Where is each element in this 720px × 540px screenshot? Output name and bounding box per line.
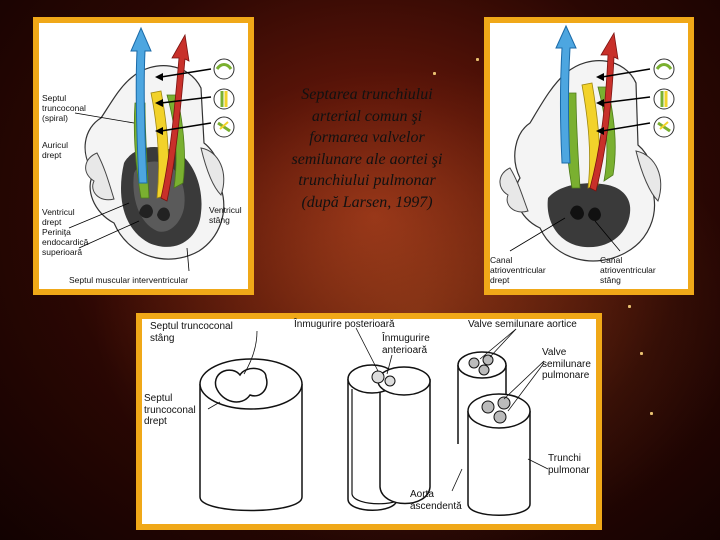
decor-dot [628,305,631,308]
label-canal-atrioventricular-stang: Canal atrioventricular stâng [600,255,656,285]
label-inmugurire-anterioara: Înmugurire anterioară [382,333,430,356]
label-septul-truncoconal-drept: Septul truncoconal drept [144,393,196,428]
label-septul-truncoconal-stang: Septul truncoconal stâng [150,321,233,344]
label-inmugurire-posterioara: Înmugurire posterioară [294,319,395,331]
decor-dot [476,58,479,61]
truncus-septation-figure: Septul truncoconal stâng Septul truncoco… [136,313,602,530]
heart-septation-left-figure: Septul truncoconal (spiral) Auricul drep… [33,17,254,295]
truncus-cylinders-drawing [142,319,596,524]
label-valve-semilunare-pulmonare: Valve semilunare pulmonare [542,347,591,382]
label-aorta-ascendenta: Aorta ascendentă [410,489,462,512]
label-canal-atrioventricular-drept: Canal atrioventricular drept [490,255,546,285]
decor-dot [650,412,653,415]
label-trunchi-pulmonar: Trunchi pulmonar [548,453,590,476]
label-ventricul-drept: Ventricul drept [42,207,75,227]
heart-septation-right-figure: Canal atrioventricular drept Canal atrio… [484,17,694,295]
label-perinita-endocardica: Periniţa endocardică superioară [42,227,88,257]
label-septul-muscular-interventricular: Septul muscular interventricular [69,275,188,285]
label-auricul-drept: Auricul drept [42,140,68,160]
label-septul-truncoconal-spiral: Septul truncoconal (spiral) [42,93,86,123]
decor-dot [433,72,436,75]
decor-dot [640,352,643,355]
figure-caption: Septarea trunchiului arterial comun şi f… [262,84,472,213]
label-ventricul-stang: Ventricul stâng [209,205,242,225]
heart-right-drawing [490,23,688,289]
label-valve-semilunare-aortice: Valve semilunare aortice [468,319,577,331]
